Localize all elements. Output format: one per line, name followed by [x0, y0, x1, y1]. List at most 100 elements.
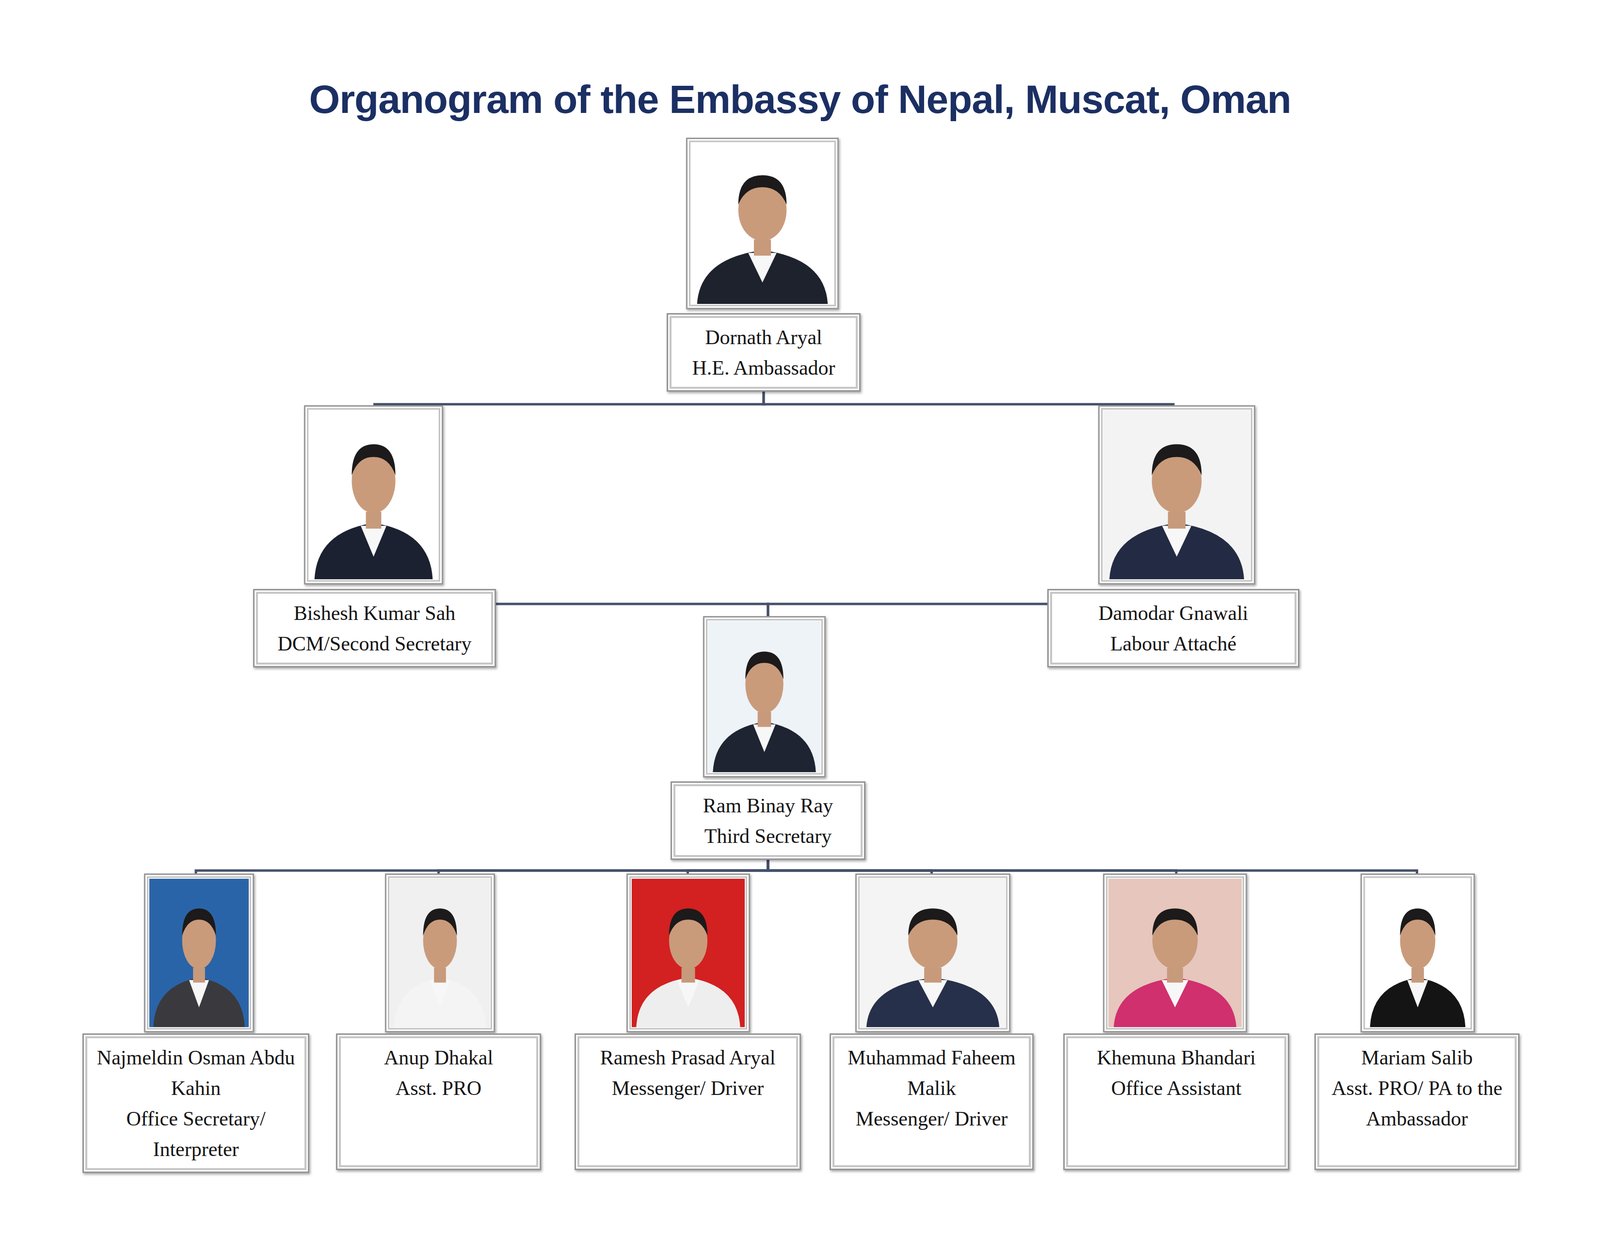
portrait-body	[153, 977, 245, 1028]
portrait-neck	[1411, 968, 1424, 984]
portrait-silhouette	[860, 879, 1006, 1028]
name-plate: Najmeldin Osman Abdu KahinOffice Secreta…	[82, 1033, 310, 1174]
name-plate: Damodar GnawaliLabour Attaché	[1047, 589, 1300, 668]
portrait-frame	[1103, 873, 1248, 1033]
staff-name: Muhammad Faheem Malik	[839, 1042, 1024, 1104]
portrait-collar	[1162, 526, 1192, 558]
portrait-neck	[757, 712, 772, 728]
portrait-backdrop	[860, 879, 1006, 1028]
portrait-backdrop	[631, 879, 745, 1028]
portrait-backdrop	[390, 879, 490, 1028]
staff-card: Dornath AryalH.E. Ambassador	[666, 137, 861, 392]
chart-title: Organogram of the Embassy of Nepal, Musc…	[0, 76, 1600, 123]
staff-card: Muhammad Faheem MalikMessenger/ Driver	[829, 873, 1034, 1171]
portrait-backdrop	[708, 621, 821, 773]
staff-role: DCM/Second Secretary	[263, 628, 486, 660]
portrait-frame	[304, 405, 444, 585]
portrait-hair	[423, 908, 458, 936]
portrait-backdrop	[1108, 879, 1242, 1028]
portrait-body	[636, 977, 740, 1028]
org-connector	[763, 391, 1174, 406]
name-plate: Khemuna BhandariOffice Assistant	[1063, 1033, 1290, 1171]
portrait-hair	[745, 651, 784, 680]
portrait-silhouette	[1103, 410, 1250, 580]
name-plate: Mariam SalibAsst. PRO/ PA to the Ambassa…	[1314, 1033, 1520, 1171]
portrait-backdrop	[691, 143, 834, 304]
portrait-hair	[669, 908, 708, 936]
staff-name: Anup Dhakal	[346, 1042, 531, 1074]
staff-card: Bishesh Kumar SahDCM/Second Secretary	[253, 405, 496, 668]
portrait-silhouette	[1365, 879, 1470, 1028]
staff-role: Asst. PRO/ PA to the Ambassador	[1324, 1073, 1510, 1135]
staff-role: Office Secretary/ Interpreter	[92, 1104, 300, 1166]
portrait-backdrop	[309, 410, 438, 580]
portrait-backdrop	[1365, 879, 1470, 1028]
staff-card: Khemuna BhandariOffice Assistant	[1063, 873, 1290, 1171]
portrait-collar	[189, 980, 209, 1008]
staff-card: Mariam SalibAsst. PRO/ PA to the Ambassa…	[1314, 873, 1520, 1171]
portrait-body	[866, 977, 1000, 1028]
staff-name: Najmeldin Osman Abdu Kahin	[92, 1042, 300, 1104]
staff-card: Ramesh Prasad AryalMessenger/ Driver	[574, 873, 801, 1171]
portrait-frame	[1098, 405, 1256, 585]
portrait-body	[1370, 977, 1466, 1028]
portrait-neck	[192, 968, 206, 984]
staff-role: Messenger/ Driver	[839, 1104, 1024, 1135]
portrait-body	[1109, 523, 1245, 580]
portrait-neck	[1168, 512, 1186, 529]
staff-name: Mariam Salib	[1324, 1042, 1510, 1074]
portrait-collar	[918, 980, 948, 1008]
portrait-neck	[433, 968, 447, 984]
portrait-frame	[703, 616, 826, 778]
staff-name: Ram Binay Ray	[680, 790, 856, 822]
portrait-collar	[748, 253, 777, 283]
portrait-silhouette	[631, 879, 745, 1028]
staff-name: Damodar Gnawali	[1057, 598, 1290, 629]
org-connector	[768, 860, 1418, 874]
portrait-collar	[430, 980, 450, 1008]
portrait-frame	[686, 137, 839, 310]
portrait-hair	[1400, 908, 1436, 936]
portrait-hair	[351, 444, 396, 476]
portrait-frame	[144, 873, 255, 1033]
portrait-hair	[182, 908, 217, 936]
org-connector	[438, 860, 769, 874]
portrait-backdrop	[1103, 410, 1250, 580]
portrait-collar	[360, 526, 387, 558]
portrait-silhouette	[149, 879, 249, 1028]
org-connector	[496, 604, 768, 617]
staff-role: H.E. Ambassador	[676, 352, 851, 384]
portrait-body	[712, 721, 816, 773]
portrait-collar	[676, 980, 700, 1008]
portrait-neck	[1167, 968, 1184, 984]
staff-role: Asst. PRO	[346, 1073, 531, 1104]
name-plate: Muhammad Faheem MalikMessenger/ Driver	[829, 1033, 1034, 1171]
portrait-frame	[855, 873, 1011, 1033]
portrait-silhouette	[708, 621, 821, 773]
staff-role: Third Secretary	[680, 821, 856, 852]
staff-card: Ram Binay RayThird Secretary	[670, 616, 866, 861]
portrait-hair	[1152, 908, 1199, 936]
portrait-body	[394, 977, 486, 1028]
name-plate: Ramesh Prasad AryalMessenger/ Driver	[574, 1033, 801, 1171]
name-plate: Ram Binay RayThird Secretary	[670, 781, 866, 861]
portrait-body	[314, 523, 433, 580]
portrait-frame	[1360, 873, 1475, 1033]
portrait-backdrop	[149, 879, 249, 1028]
name-plate: Bishesh Kumar SahDCM/Second Secretary	[253, 589, 496, 668]
portrait-collar	[1407, 980, 1429, 1008]
portrait-hair	[1152, 444, 1202, 476]
portrait-frame	[626, 873, 751, 1033]
portrait-neck	[681, 968, 696, 984]
staff-name: Dornath Aryal	[676, 322, 851, 353]
portrait-hair	[908, 908, 958, 936]
portrait-silhouette	[1108, 879, 1242, 1028]
org-connector	[195, 860, 768, 874]
name-plate: Dornath AryalH.E. Ambassador	[666, 313, 861, 392]
staff-card: Anup DhakalAsst. PRO	[336, 873, 542, 1171]
portrait-silhouette	[691, 143, 834, 304]
portrait-collar	[1161, 980, 1189, 1008]
portrait-neck	[366, 512, 382, 529]
staff-card: Damodar GnawaliLabour Attaché	[1047, 405, 1300, 668]
